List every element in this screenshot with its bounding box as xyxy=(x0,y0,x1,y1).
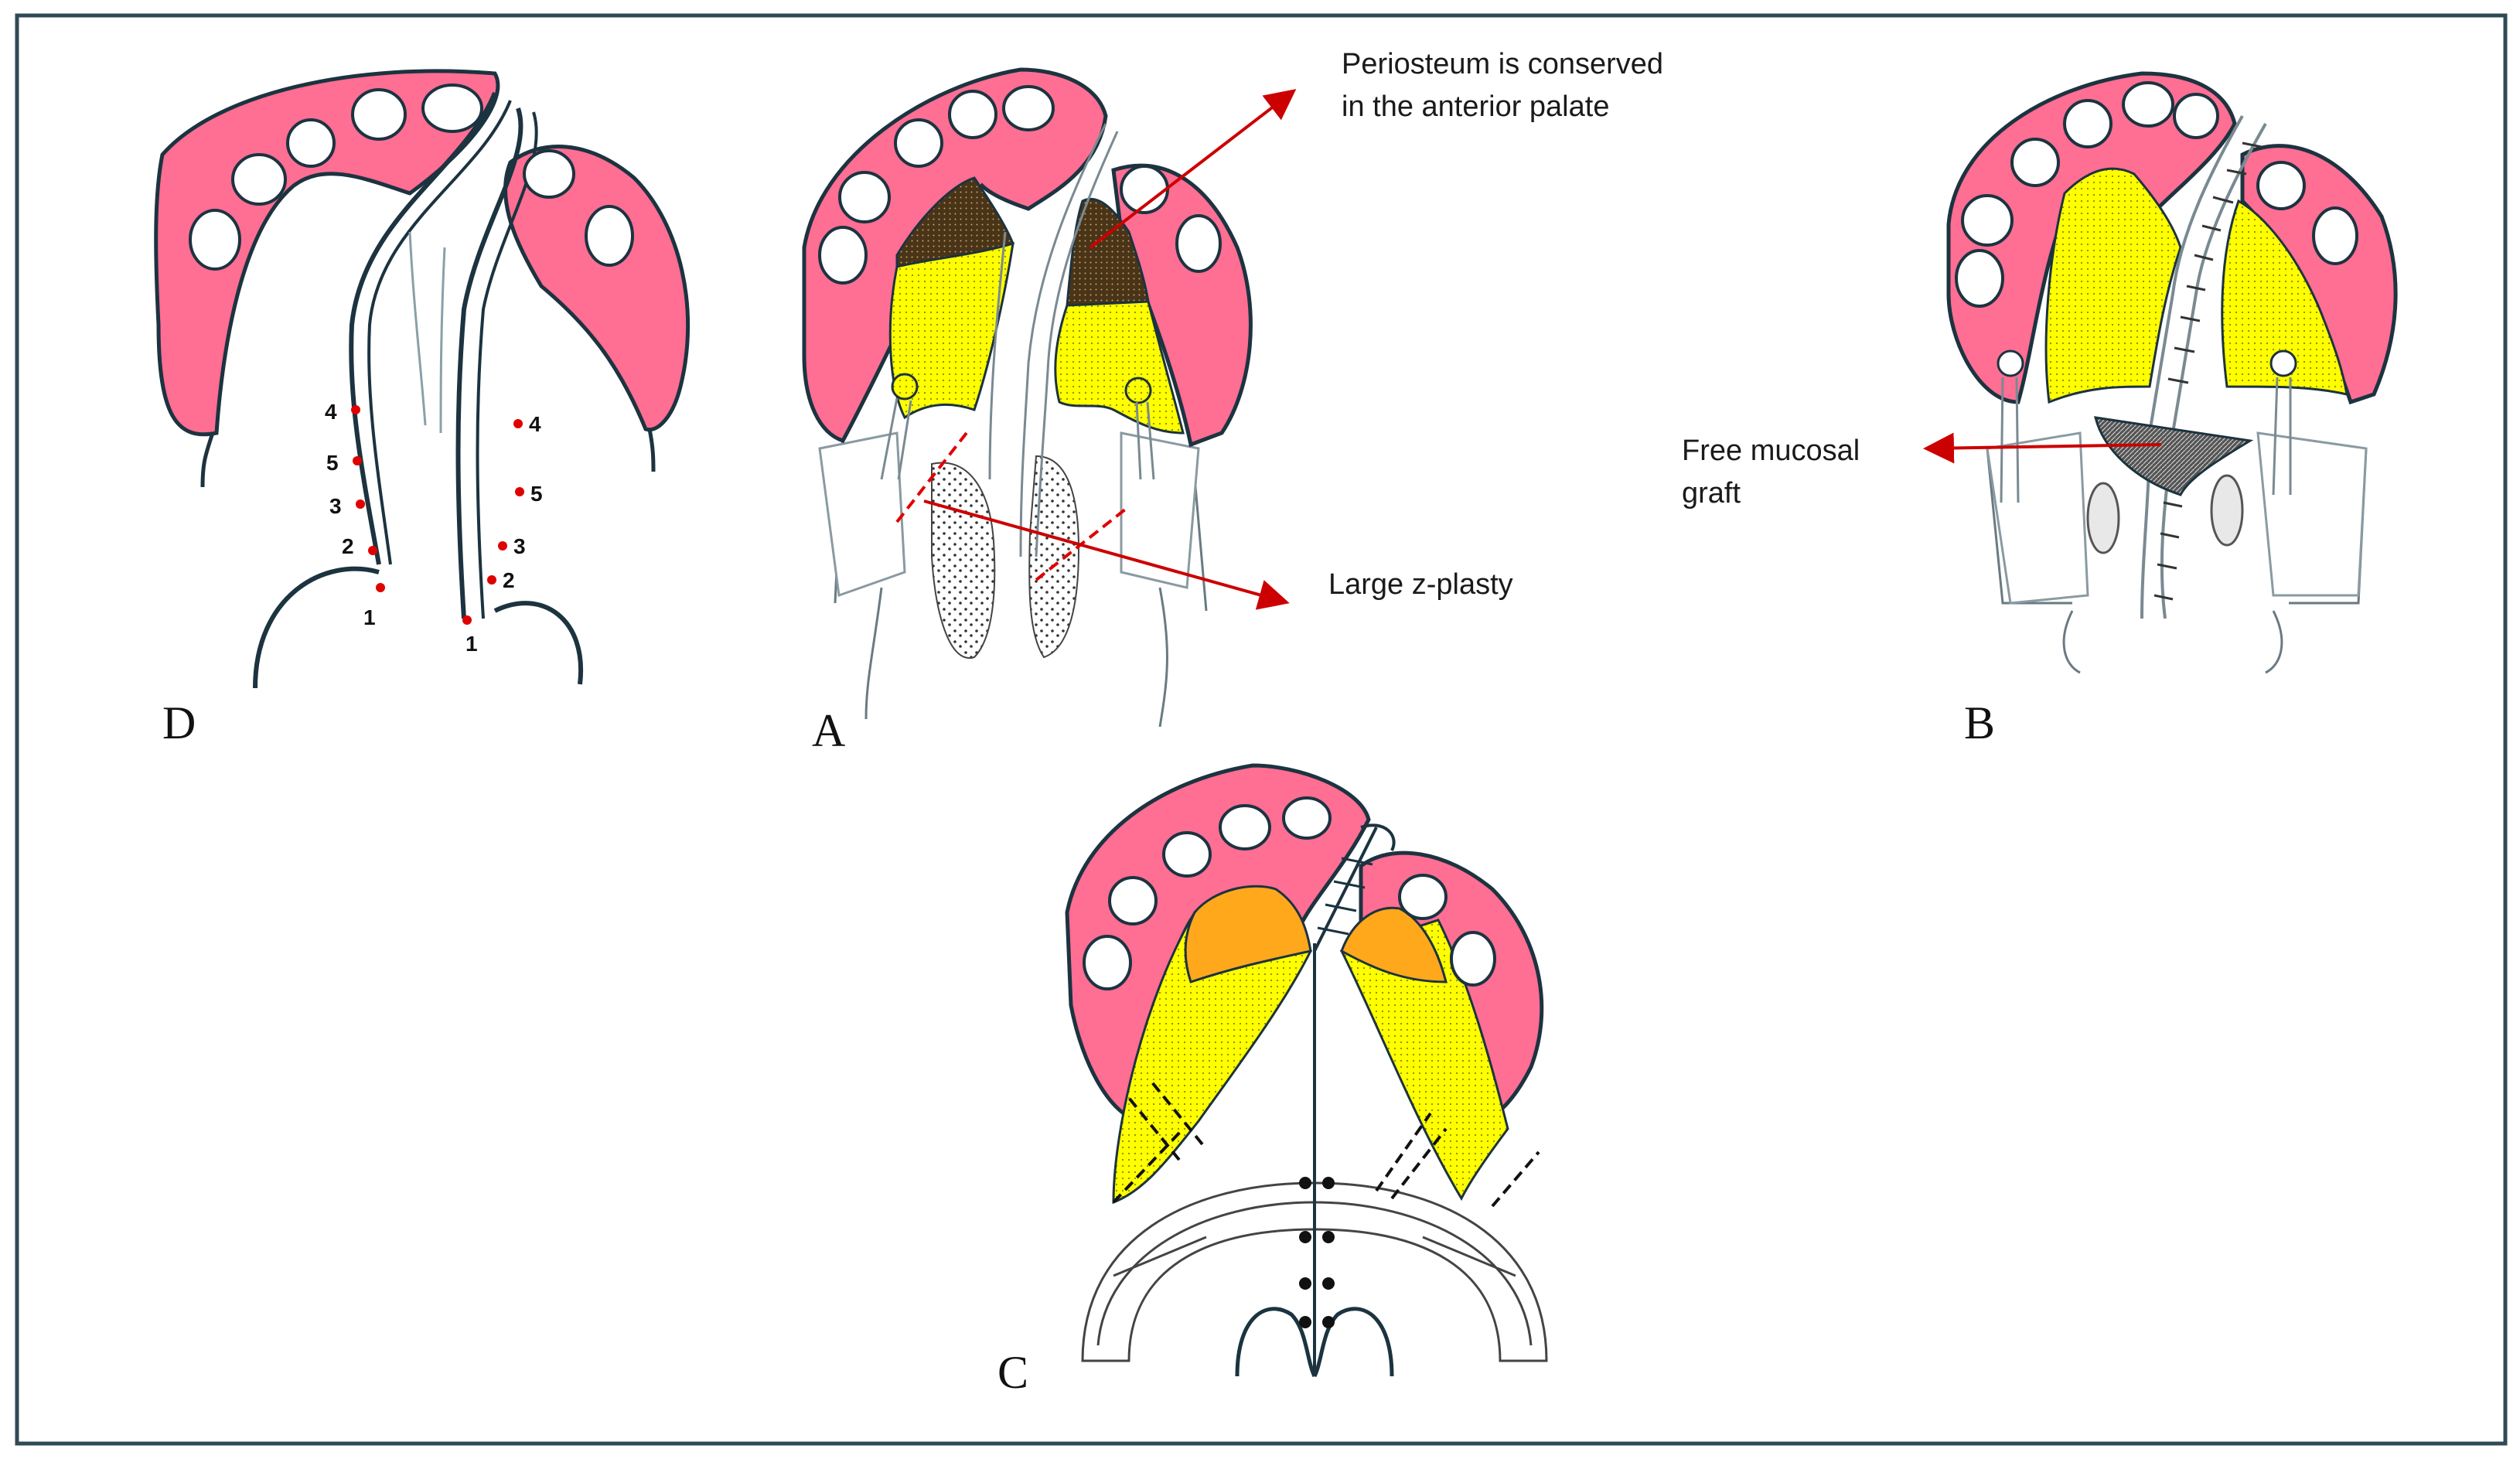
annotation-zplasty-text: Large z-plasty xyxy=(1328,568,1513,601)
panel-b-sutures xyxy=(2153,141,2263,601)
panel-b-right-tonsil xyxy=(2210,474,2244,547)
panel-c-teeth xyxy=(1083,796,1496,990)
panel-b-left-yellow-flap xyxy=(2044,167,2182,404)
panel-d-left-num-3: 3 xyxy=(329,494,342,518)
annotation-graft-line2: graft xyxy=(1682,477,1741,510)
panel-a: A xyxy=(802,67,1253,756)
panel-b-left-tonsil xyxy=(2086,482,2120,554)
panel-d-left-points: 4 5 3 2 1 xyxy=(325,400,385,629)
panel-c-uvula-halves xyxy=(1235,1307,1394,1378)
panel-b-right-yellow-flap xyxy=(2221,199,2348,396)
panel-b-pterygoid-lines xyxy=(2000,377,2292,503)
panel-d-left-leg xyxy=(200,432,215,488)
panel-a-zplasty-right-zone xyxy=(1028,455,1080,659)
panel-b-left-hamulus xyxy=(1997,349,2024,377)
panel-a-teeth xyxy=(818,85,1222,285)
figure-frame xyxy=(15,13,2508,1446)
panel-a-left-segment xyxy=(802,67,1108,444)
panel-c-top-sutures xyxy=(1317,857,1373,936)
panel-b: B xyxy=(1946,71,2398,748)
panel-b-midline xyxy=(2140,115,2244,619)
panel-b-lateral-flaps xyxy=(1986,431,2368,605)
panel-a-right-hamulus xyxy=(1124,377,1152,404)
panel-d-right-points: 4 5 3 2 1 xyxy=(462,412,543,656)
panel-d-right-cleft-margin xyxy=(455,107,523,619)
panel-d-right-num-2: 5 xyxy=(530,482,543,506)
panel-a-left-yellow-flap xyxy=(888,241,1014,420)
panel-d-right-num-1: 4 xyxy=(529,412,541,436)
panel-a-letter: A xyxy=(812,705,845,756)
panel-b-midline-2 xyxy=(2160,123,2267,619)
panel-d-right-num-3: 3 xyxy=(513,534,526,558)
panel-a-pterygoid-lines xyxy=(880,397,1155,480)
panel-d-left-num-5: 1 xyxy=(363,605,376,629)
panel-d-right-segment xyxy=(503,145,691,432)
annotation-periosteum-line1: Periosteum is conserved xyxy=(1342,48,1663,80)
panel-d-right-num-5: 1 xyxy=(465,632,478,656)
panel-d-left-num-1: 4 xyxy=(325,400,337,424)
panel-d-right-leg xyxy=(647,428,656,472)
panel-c-right-orange-flap xyxy=(1340,906,1448,983)
panel-b-teeth xyxy=(1955,81,2358,308)
panel-c-pharyngeal-arch xyxy=(1081,1181,1548,1362)
annotation-zplasty: Large z-plasty xyxy=(923,499,1513,610)
panel-a-vomer xyxy=(1019,123,1119,557)
panel-c-left-yellow-flap xyxy=(1112,911,1313,1205)
panel-d-vomer xyxy=(408,231,446,434)
panel-a-zplasty-left-zone xyxy=(931,462,996,660)
panel-c-left-orange-flap xyxy=(1184,885,1312,983)
panel-d-right-num-4: 2 xyxy=(503,568,515,592)
panel-a-left-hamulus xyxy=(891,373,919,401)
panel-b-right-hamulus xyxy=(2269,349,2297,377)
panel-d-left-num-4: 2 xyxy=(342,534,354,558)
panel-d-left-cleft-margin xyxy=(349,91,497,565)
panel-b-letter: B xyxy=(1964,697,1995,748)
panel-a-zplasty-dashes xyxy=(895,431,1130,581)
panel-a-central-strand xyxy=(988,231,1007,480)
panel-d-letter: D xyxy=(162,697,196,748)
panel-c-dashed-incisions xyxy=(1112,1081,1540,1208)
panel-b-pharynx xyxy=(1986,448,2368,674)
annotation-periosteum-line2: in the anterior palate xyxy=(1342,90,1609,123)
panel-c-letter: C xyxy=(997,1347,1028,1398)
panel-a-lateral-flaps xyxy=(818,431,1200,598)
annotation-periosteum: Periosteum is conserved in the anterior … xyxy=(1089,48,1663,249)
panel-d-teeth xyxy=(189,84,634,271)
panel-d-left-num-2: 5 xyxy=(326,451,339,475)
panel-c-right-yellow-flap xyxy=(1339,919,1509,1202)
panel-c: C xyxy=(997,763,1548,1398)
panel-c-suture-dots xyxy=(1299,1177,1335,1328)
panel-d: 4 5 3 2 1 4 5 3 2 1 D xyxy=(154,69,691,748)
annotation-graft-line1: Free mucosal xyxy=(1682,435,1860,467)
panel-d-left-cleft-margin-inner xyxy=(367,100,512,565)
panel-a-right-yellow-flap xyxy=(1054,300,1185,435)
panel-d-pharynx-outline xyxy=(253,566,584,689)
annotation-graft: Free mucosal graft xyxy=(1682,432,2162,510)
